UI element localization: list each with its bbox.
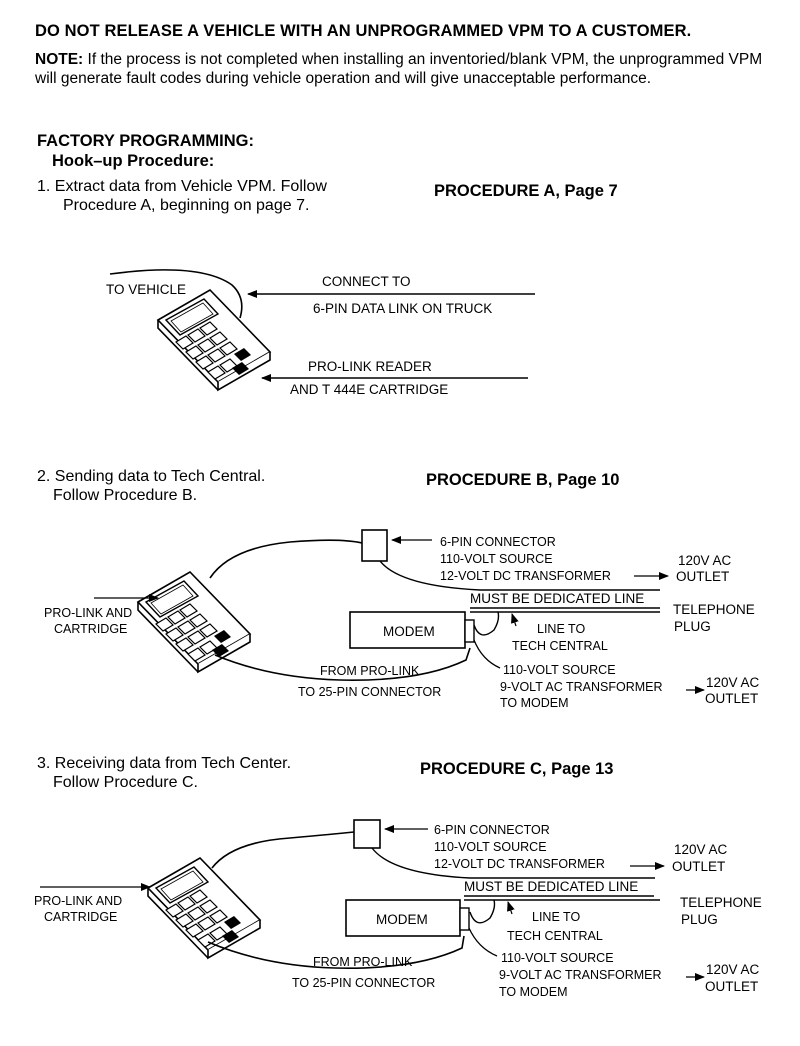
to-25pin-label-c: TO 25-PIN CONNECTOR bbox=[292, 976, 435, 990]
note-body: If the process is not completed when ins… bbox=[35, 51, 763, 87]
outlet2-line2-c: OUTLET bbox=[705, 979, 758, 994]
to-25pin-label-b: TO 25-PIN CONNECTOR bbox=[298, 685, 441, 699]
step-1-text: 1. Extract data from Vehicle VPM. Follow… bbox=[37, 177, 327, 215]
prolink-label-line2-b: CARTRIDGE bbox=[54, 622, 127, 636]
procedure-b-label: PROCEDURE B, Page 10 bbox=[426, 471, 620, 489]
step-2-line2: Follow Procedure B. bbox=[53, 487, 198, 504]
prolink-label-line1-c: PRO-LINK AND bbox=[34, 894, 122, 908]
phone-line2-c: PLUG bbox=[681, 912, 718, 927]
outlet2-line2-b: OUTLET bbox=[705, 691, 758, 706]
arrow-line-to-b bbox=[511, 613, 519, 627]
from-prolink-label-b: FROM PRO-LINK bbox=[320, 664, 420, 678]
transformer-label-c: 12-VOLT DC TRANSFORMER bbox=[434, 857, 605, 871]
to-vehicle-label: TO VEHICLE bbox=[106, 282, 186, 297]
outlet2-line1-c: 120V AC bbox=[706, 962, 760, 977]
prolink-device-c bbox=[147, 857, 261, 959]
to-modem-label-b: TO MODEM bbox=[500, 696, 569, 710]
outlet1-line2-b: OUTLET bbox=[676, 569, 729, 584]
six-pin-connector-box-b bbox=[361, 529, 388, 562]
outlet1-line1-c: 120V AC bbox=[674, 842, 728, 857]
cable-to-modem-c bbox=[207, 935, 465, 969]
connector-label-b: 6-PIN CONNECTOR bbox=[440, 535, 556, 549]
ac-transformer-label-b: 9-VOLT AC TRANSFORMER bbox=[500, 680, 663, 694]
connect-to-label: CONNECT TO bbox=[322, 274, 411, 289]
step-3-line1: 3. Receiving data from Tech Center. bbox=[37, 755, 292, 772]
modem-source-label-c: 110-VOLT SOURCE bbox=[501, 951, 614, 965]
procedure-c-label: PROCEDURE C, Page 13 bbox=[420, 760, 614, 778]
source-label-b: 110-VOLT SOURCE bbox=[440, 552, 553, 566]
subsection-title: Hook–up Procedure: bbox=[52, 152, 215, 170]
modem-label-b: MODEM bbox=[383, 624, 435, 639]
phone-line2-b: PLUG bbox=[674, 619, 711, 634]
cartridge-label-a: AND T 444E CARTRIDGE bbox=[290, 382, 448, 397]
phone-line1-c: TELEPHONE bbox=[680, 895, 762, 910]
modem-box-c bbox=[345, 899, 461, 937]
prolink-device-b bbox=[137, 571, 251, 673]
step-1-line1: 1. Extract data from Vehicle VPM. Follow bbox=[37, 178, 327, 195]
to-modem-label-c: TO MODEM bbox=[499, 985, 568, 999]
vehicle-cable-a bbox=[109, 269, 243, 319]
outlet1-line2-c: OUTLET bbox=[672, 859, 725, 874]
step-3-line2: Follow Procedure C. bbox=[53, 774, 198, 791]
step-2-text: 2. Sending data to Tech Central. Follow … bbox=[37, 467, 265, 505]
diagram-a: TO VEHICLE CONNECT TO 6-PIN DATA LINK ON… bbox=[106, 269, 535, 397]
tech-central-label-b: TECH CENTRAL bbox=[512, 639, 608, 653]
step-2-line1: 2. Sending data to Tech Central. bbox=[37, 468, 266, 485]
transformer-cord-b bbox=[379, 560, 660, 591]
prolink-label-line1-b: PRO-LINK AND bbox=[44, 606, 132, 620]
modem-label-c: MODEM bbox=[376, 912, 428, 927]
section-title: FACTORY PROGRAMMING: bbox=[37, 132, 254, 150]
step-1-line2: Procedure A, beginning on page 7. bbox=[63, 197, 310, 214]
modem-port-c bbox=[459, 907, 470, 931]
outlet1-line1-b: 120V AC bbox=[678, 553, 732, 568]
modem-box-b bbox=[349, 611, 466, 649]
phone-line1-b: TELEPHONE bbox=[673, 602, 755, 617]
ac-transformer-label-c: 9-VOLT AC TRANSFORMER bbox=[499, 968, 662, 982]
connector-label-c: 6-PIN CONNECTOR bbox=[434, 823, 550, 837]
modem-power-cord-c bbox=[468, 927, 498, 957]
six-pin-connector-box-c bbox=[353, 819, 381, 849]
phone-cord-b bbox=[473, 611, 500, 636]
diagram-b: 6-PIN CONNECTOR 110-VOLT SOURCE 12-VOLT … bbox=[44, 529, 760, 710]
dedicated-label-b: MUST BE DEDICATED LINE bbox=[470, 591, 644, 606]
dedicated-label-c: MUST BE DEDICATED LINE bbox=[464, 879, 638, 894]
modem-power-cord-b bbox=[473, 639, 501, 669]
line-to-label-c: LINE TO bbox=[532, 910, 580, 924]
reader-label: PRO-LINK READER bbox=[308, 359, 432, 374]
from-prolink-label-c: FROM PRO-LINK bbox=[313, 955, 413, 969]
prolink-device-a bbox=[157, 289, 271, 391]
transformer-label-b: 12-VOLT DC TRANSFORMER bbox=[440, 569, 611, 583]
arrow-line-to-c bbox=[507, 901, 515, 915]
procedure-a-label: PROCEDURE A, Page 7 bbox=[434, 182, 618, 200]
phone-cord-c bbox=[469, 899, 496, 924]
cable-to-connector-b bbox=[209, 539, 363, 579]
source-label-c: 110-VOLT SOURCE bbox=[434, 840, 547, 854]
outlet2-line1-b: 120V AC bbox=[706, 675, 760, 690]
warning-text: DO NOT RELEASE A VEHICLE WITH AN UNPROGR… bbox=[35, 22, 692, 40]
transformer-cord-c bbox=[371, 847, 655, 879]
cable-to-modem-b bbox=[214, 647, 471, 681]
line-to-label-b: LINE TO bbox=[537, 622, 585, 636]
modem-port-b bbox=[464, 619, 475, 643]
prolink-label-line2-c: CARTRIDGE bbox=[44, 910, 117, 924]
modem-source-label-b: 110-VOLT SOURCE bbox=[503, 663, 616, 677]
cable-to-connector-c bbox=[211, 831, 355, 869]
tech-central-label-c: TECH CENTRAL bbox=[507, 929, 603, 943]
note-label: NOTE: bbox=[35, 51, 84, 68]
note-paragraph: NOTE: If the process is not completed wh… bbox=[35, 50, 775, 88]
step-3-text: 3. Receiving data from Tech Center. Foll… bbox=[37, 754, 291, 792]
data-link-label: 6-PIN DATA LINK ON TRUCK bbox=[313, 301, 492, 316]
diagram-c: 6-PIN CONNECTOR 110-VOLT SOURCE 12-VOLT … bbox=[34, 819, 762, 999]
